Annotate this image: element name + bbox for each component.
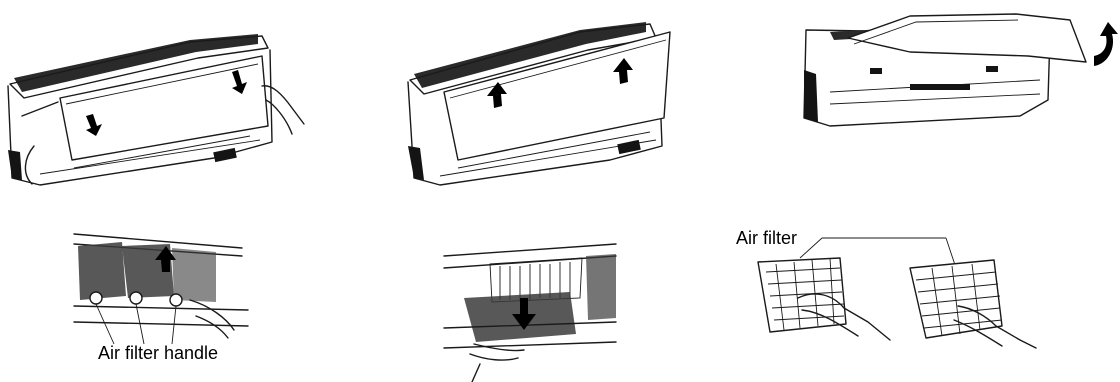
filter-closeup-2: [444, 244, 616, 382]
indoor-unit-1: [8, 34, 272, 185]
step-panel-opened-illustration: [790, 0, 1120, 150]
air-filter-handle-label: Air filter handle: [98, 344, 218, 362]
filter-closeup-1: [74, 234, 248, 338]
indoor-unit-3: [804, 14, 1086, 126]
step-pull-filter-up-illustration: [70, 226, 260, 344]
indoor-unit-2: [408, 22, 670, 185]
step-press-panel-illustration: [0, 0, 320, 195]
step-lift-panel-illustration: [400, 0, 700, 195]
air-filter-left: [758, 258, 890, 340]
step-pull-filter-down-illustration: [440, 236, 620, 382]
curved-up-arrow-icon: [1094, 22, 1118, 66]
step-clean-filters-illustration: [740, 228, 1040, 358]
air-filter-right: [910, 260, 1036, 348]
